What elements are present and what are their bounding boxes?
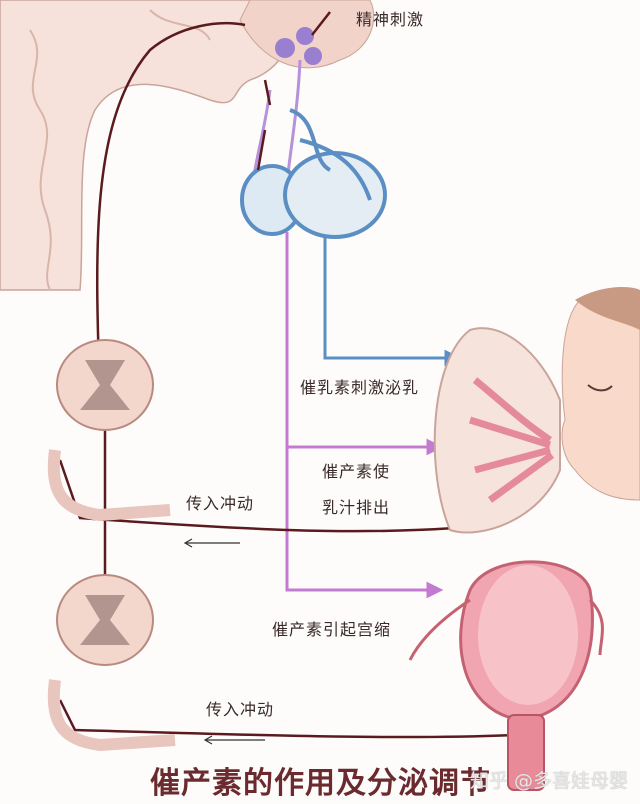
brain-fold: [29, 29, 52, 291]
oxytocin-path: [285, 232, 444, 599]
nucleus: [304, 47, 322, 65]
label-afferent-lower: 传入冲动: [206, 700, 275, 719]
nucleus: [296, 27, 314, 45]
label-oxytocin-uterus: 催产素引起宫缩: [272, 620, 392, 639]
hypothalamic-nuclei: [275, 27, 322, 65]
prolactin-path: [323, 235, 462, 367]
nucleus: [275, 38, 295, 58]
watermark: 知乎 @多喜娃母婴: [470, 770, 629, 792]
label-mental-stimulus: 精神刺激: [356, 10, 425, 29]
baby-eye: [587, 384, 613, 392]
label-oxytocin-milk-2: 乳汁排出: [322, 498, 391, 517]
pituitary-gland: [240, 108, 387, 239]
label-prolactin: 催乳素刺激泌乳: [300, 378, 420, 397]
label-afferent-upper: 传入冲动: [186, 494, 255, 513]
brain: [0, 0, 294, 291]
direction-arrows: [183, 538, 265, 745]
label-oxytocin-milk-1: 催产素使: [322, 462, 391, 481]
uterus: [408, 560, 604, 791]
nerve-pathways: [58, 11, 516, 739]
spinal-cord-section-lower: [47, 574, 176, 752]
diagram-title: 催产素的作用及分泌调节: [150, 766, 491, 801]
spinal-cord-section-upper: [47, 339, 171, 522]
baby-head: [561, 287, 640, 501]
brain-fold: [149, 9, 211, 41]
breast: [433, 327, 561, 534]
cervix: [507, 714, 545, 791]
